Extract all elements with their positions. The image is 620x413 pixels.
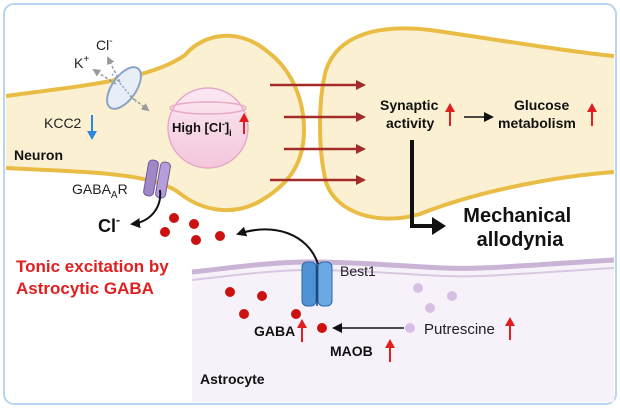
gaba-up-arrow-head xyxy=(297,319,307,328)
glucose-metabolism-label: Glucose metabolism xyxy=(498,97,576,131)
k-efflux-arrow xyxy=(92,68,117,85)
high-cl-up-arrow-head xyxy=(239,113,249,122)
kcc2-transporter-icon xyxy=(106,66,142,110)
cl-top-label: Cl- xyxy=(96,36,113,53)
putrescine-label: Putrescine xyxy=(424,321,495,338)
extracellular-gaba xyxy=(160,213,225,245)
gaba-a-receptor-icon xyxy=(143,159,171,199)
cl-out-label: Cl- xyxy=(98,213,120,236)
high-cl-label: High [Cl-]i xyxy=(172,119,232,138)
gaba-r-label: GABAAR xyxy=(72,181,128,201)
mechanical-allodynia-label: Mechanical allodynia xyxy=(463,205,576,251)
postsynaptic-region xyxy=(318,26,615,221)
gaba-label: GABA xyxy=(254,323,295,339)
maob-up-arrow-head xyxy=(385,339,395,348)
k-ion-label: K+ xyxy=(74,54,89,71)
maob-label: MAOB xyxy=(330,343,373,359)
cl-efflux-curve-arrow xyxy=(130,189,162,229)
synaptic-up-arrow-head xyxy=(445,103,455,112)
putrescine-dots xyxy=(405,283,457,333)
synaptic-activity-label: Synaptic activity xyxy=(380,97,442,131)
tonic-excitation-label: Tonic excitation by Astrocytic GABA xyxy=(16,257,173,298)
cl-efflux-arrow xyxy=(107,56,121,83)
astrocytic-gaba xyxy=(225,287,327,333)
kcc2-down-arrow-head xyxy=(87,131,97,140)
astrocyte xyxy=(191,257,615,402)
astrocyte-label: Astrocyte xyxy=(200,371,265,387)
kcc2-inward-arrow xyxy=(129,95,150,112)
gaba-release-arrow xyxy=(236,226,319,265)
allodynia-arrow xyxy=(410,140,446,235)
glucose-up-arrow-head xyxy=(587,103,597,112)
neuron-label: Neuron xyxy=(14,147,63,163)
putrescine-up-arrow-head xyxy=(505,317,515,326)
cl-vesicle-icon xyxy=(167,87,249,169)
kcc2-label: KCC2 xyxy=(44,115,82,131)
best1-channel-icon xyxy=(301,261,333,307)
best1-label: Best1 xyxy=(340,263,376,279)
